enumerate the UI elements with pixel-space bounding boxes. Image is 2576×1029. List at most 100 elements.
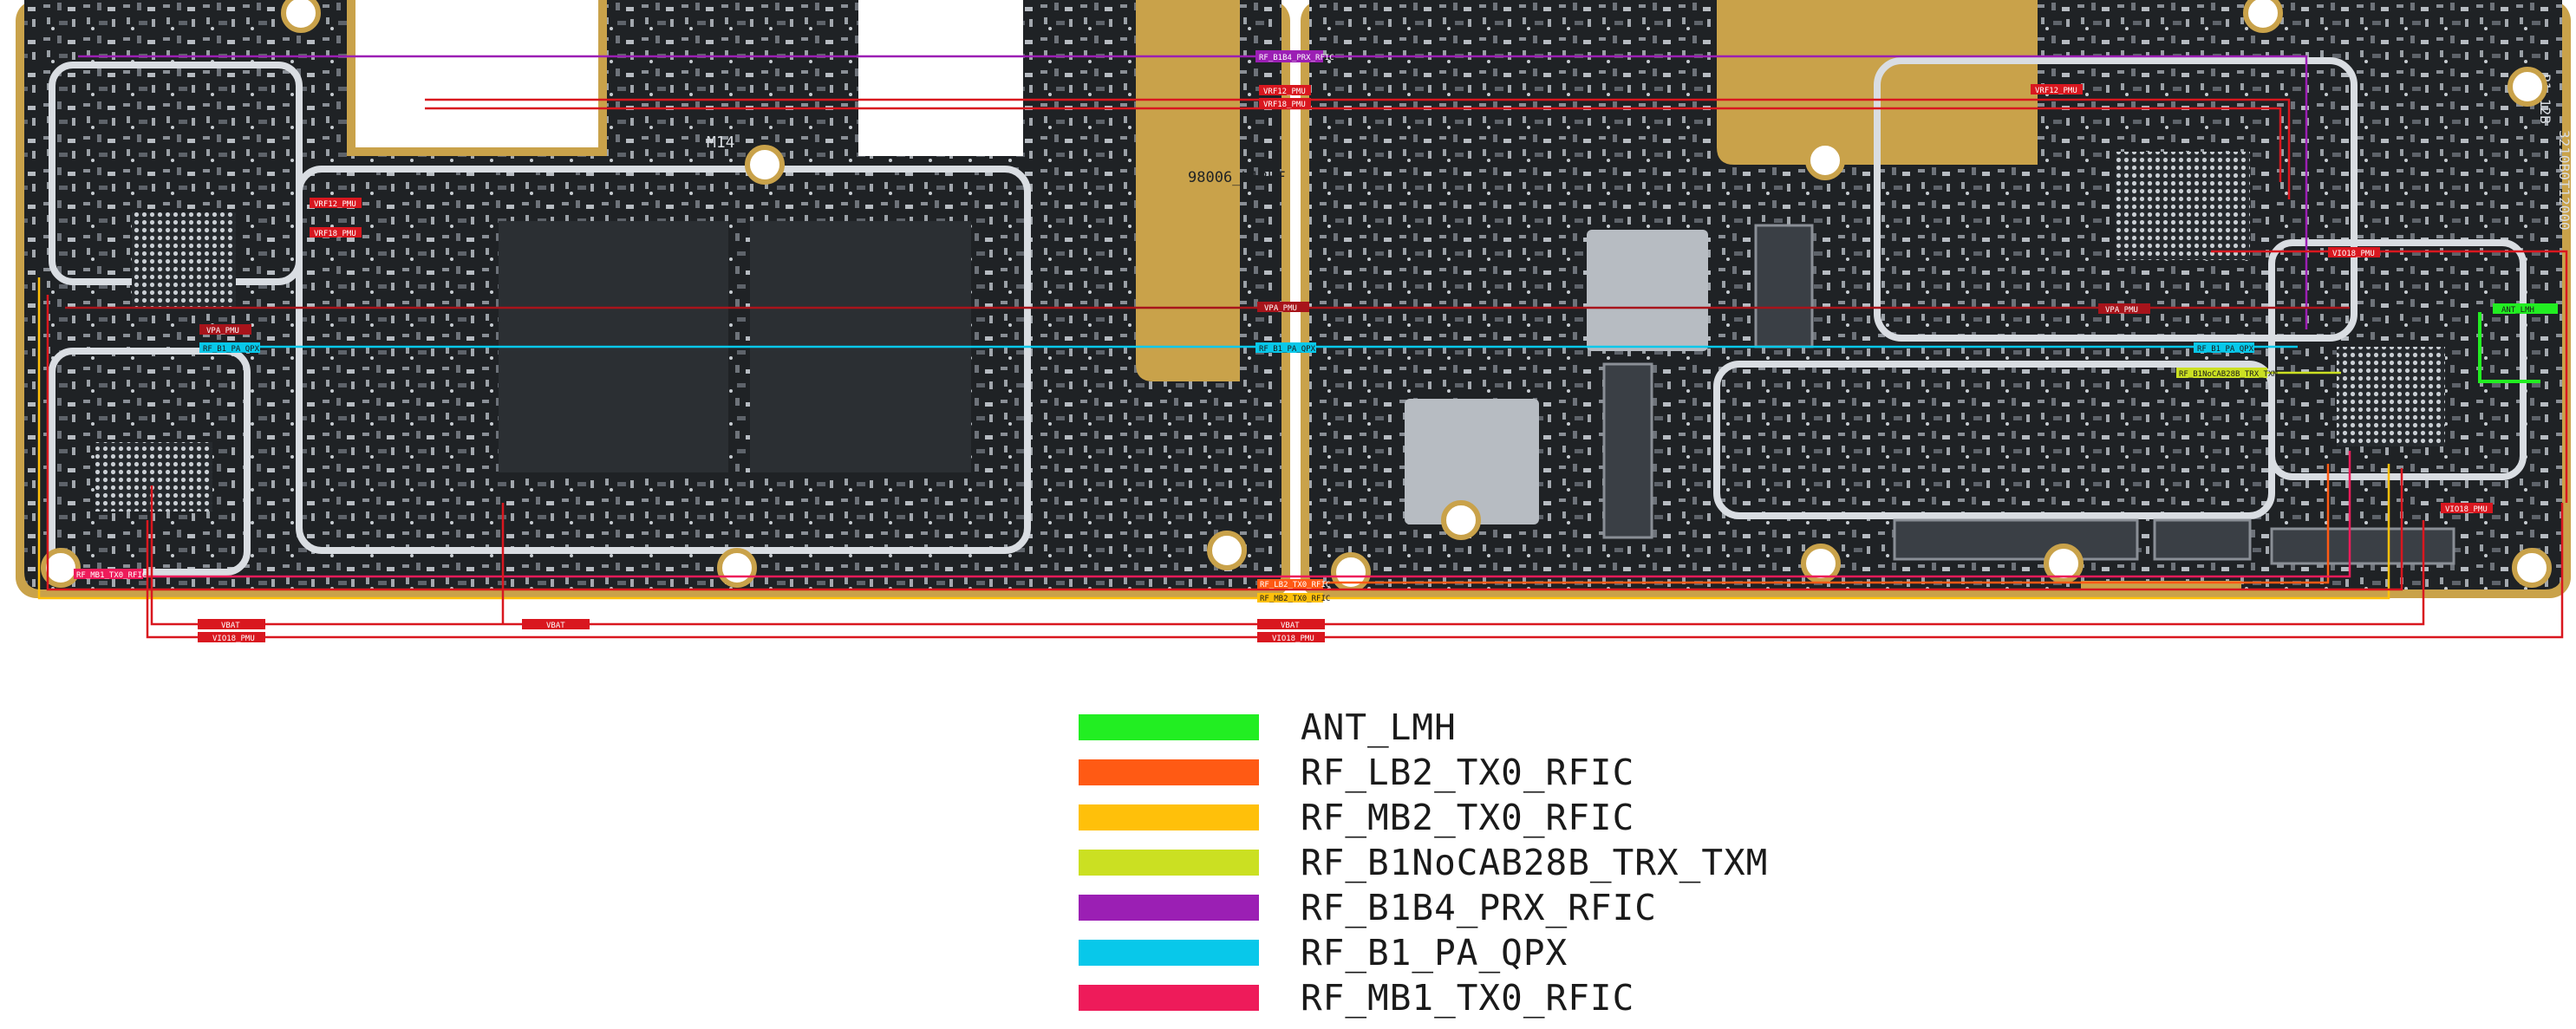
legend-item-ant-lmh: ANT_LMH — [1079, 707, 1457, 748]
board-connector — [1893, 518, 2139, 561]
left-board-lower-outline — [49, 348, 251, 576]
legend-item-rf-mb2-tx0-rfic: RF_MB2_TX0_RFIC — [1079, 797, 1635, 838]
legend-label: RF_B1_PA_QPX — [1301, 932, 1568, 974]
tag-text: VRF18_PMU — [1263, 101, 1306, 109]
legend-swatch — [1079, 804, 1259, 830]
legend-item-rf-mb1-tx0-rfic: RF_MB1_TX0_RFIC — [1079, 977, 1634, 1019]
legend-swatch — [1079, 985, 1259, 1011]
trace-vrf18-pmu — [425, 107, 2282, 182]
board-connector — [2153, 518, 2252, 561]
legend-swatch — [1079, 759, 1259, 785]
tag-rf-b1-pa-qpx-mid — [1255, 342, 1316, 353]
legend-swatch — [1079, 940, 1259, 966]
mount-hole — [1805, 140, 1845, 180]
left-board: M14 98006_L12HF — [16, 0, 1290, 598]
mount-hole — [1331, 552, 1371, 592]
tag-text: ANT_LMH — [2501, 306, 2534, 315]
tag-vio18-pmu-center — [1257, 632, 1325, 642]
tag-text: RF_B1B4_PRX_RFIC — [1259, 54, 1334, 62]
tag-text: VRF12_PMU — [314, 200, 356, 209]
tag-text: RF_B1_PA_QPX — [203, 345, 260, 354]
legend-label: RF_MB2_TX0_RFIC — [1301, 797, 1635, 838]
tag-rf-b1nocab28b-trx-txm — [2176, 368, 2267, 378]
board-ref-label: M14 — [707, 134, 735, 152]
legend-swatch — [1079, 850, 1259, 876]
rf-can-bottom — [1405, 399, 1539, 524]
mount-hole — [717, 548, 757, 588]
tag-text: VRF12_PMU — [1263, 88, 1306, 96]
board-pn-label: 98006_L12HF — [1188, 169, 1286, 186]
tag-vio18-pmu-right — [2328, 247, 2380, 257]
trace-vrf12-pmu — [425, 98, 2291, 199]
tag-vpa-pmu-right — [2098, 303, 2150, 314]
tag-text: VBAT — [546, 622, 565, 630]
tag-vio18-pmu-far — [2441, 503, 2493, 513]
legend-item-rf-b1-pa-qpx: RF_B1_PA_QPX — [1079, 932, 1568, 974]
tag-rf-b1-pa-qpx-right — [2194, 342, 2254, 353]
tag-text: VIO18_PMU — [212, 635, 255, 643]
tag-text: VPA_PMU — [2105, 306, 2138, 315]
mount-hole — [1441, 500, 1481, 540]
left-board-flex — [1162, 95, 1240, 295]
mount-hole — [745, 145, 785, 185]
tag-text: VRF12_PMU — [2035, 87, 2077, 95]
mount-hole — [2243, 0, 2283, 33]
tag-text: VPA_PMU — [206, 327, 239, 335]
tag-text: VIO18_PMU — [1272, 635, 1314, 643]
board-connector — [1754, 224, 1814, 348]
trace-rf-lb2-tx0-rfic — [1266, 464, 2330, 584]
legend-item-rf-b1nocab28b-trx-txm: RF_B1NoCAB28B_TRX_TXM — [1079, 842, 1769, 883]
tag-text: RF_LB2_TX0_RFIC — [1260, 581, 1330, 589]
legend-item-rf-lb2-tx0-rfic: RF_LB2_TX0_RFIC — [1079, 752, 1635, 793]
tag-text: VIO18_PMU — [2445, 505, 2488, 514]
net-label-tags: RF_B1B4_PRX_RFIC VRF12_PMU VRF18_PMU VRF… — [74, 50, 2558, 643]
tag-rf-mb2-tx0-rfic — [1257, 593, 1323, 602]
tag-rf-b1-pa-qpx-left — [199, 342, 260, 353]
trace-rf-b1b4-prx-rfic — [78, 55, 2308, 329]
tag-vpa-pmu-mid — [1257, 302, 1309, 312]
rf-can-top — [1587, 230, 1708, 351]
tag-vbat-left — [198, 619, 265, 629]
tag-vrf12-pmu-right — [2031, 84, 2083, 94]
right-board-rf-outline — [2268, 239, 2527, 480]
transceiver-bga — [2116, 152, 2250, 260]
tag-text: VPA_PMU — [1264, 304, 1297, 313]
tag-text: RF_B1_PA_QPX — [1259, 345, 1316, 354]
mount-hole — [2512, 548, 2552, 588]
legend-swatch — [1079, 895, 1259, 921]
legend-label: RF_B1NoCAB28B_TRX_TXM — [1301, 842, 1769, 883]
board-serial-label: 3210B0T12000 — [2556, 130, 2573, 231]
legend-label: RF_LB2_TX0_RFIC — [1301, 752, 1635, 793]
tag-vrf18-pmu-left — [310, 227, 362, 238]
pa-module-qfn — [2337, 347, 2445, 446]
tag-vbat-center — [1257, 619, 1325, 629]
tag-rf-b1b4-prx-rfic — [1255, 50, 1323, 62]
left-board-soc-outline — [296, 166, 1031, 554]
mount-hole — [41, 548, 81, 588]
tag-text: RF_MB1_TX0_RFIC — [76, 571, 147, 580]
left-board-cutout-notch — [355, 0, 598, 147]
tag-text: VRF18_PMU — [314, 230, 356, 238]
tag-vbat-mid-left — [522, 619, 590, 629]
pmic-bga — [132, 212, 236, 308]
tag-vrf12-pmu-left — [310, 198, 362, 208]
legend-label: ANT_LMH — [1301, 707, 1457, 748]
trace-pmu-drop — [46, 295, 2403, 591]
mount-hole — [281, 0, 321, 33]
board-connector — [1602, 362, 1653, 539]
tag-rf-lb2-tx0-rfic — [1257, 579, 1323, 589]
rfic-qfn — [95, 442, 212, 511]
mount-hole — [1801, 544, 1841, 583]
tag-text: RF_B1NoCAB28B_TRX_TXM — [2179, 370, 2278, 379]
tag-vio18-pmu-left — [198, 632, 265, 642]
right-board: 3210B0T12000 P1.12B — [1301, 0, 2573, 598]
right-board-shield-outline — [1874, 57, 2358, 342]
tag-text: VBAT — [221, 622, 240, 630]
tag-text: VBAT — [1281, 622, 1300, 630]
net-traces — [37, 55, 2568, 639]
mount-hole — [1207, 531, 1247, 570]
trace-vio18-bottom — [146, 503, 2564, 639]
tag-vrf18-pmu — [1259, 98, 1311, 108]
legend-label: RF_B1B4_PRX_RFIC — [1301, 887, 1657, 928]
tag-vpa-pmu-left — [199, 324, 251, 335]
